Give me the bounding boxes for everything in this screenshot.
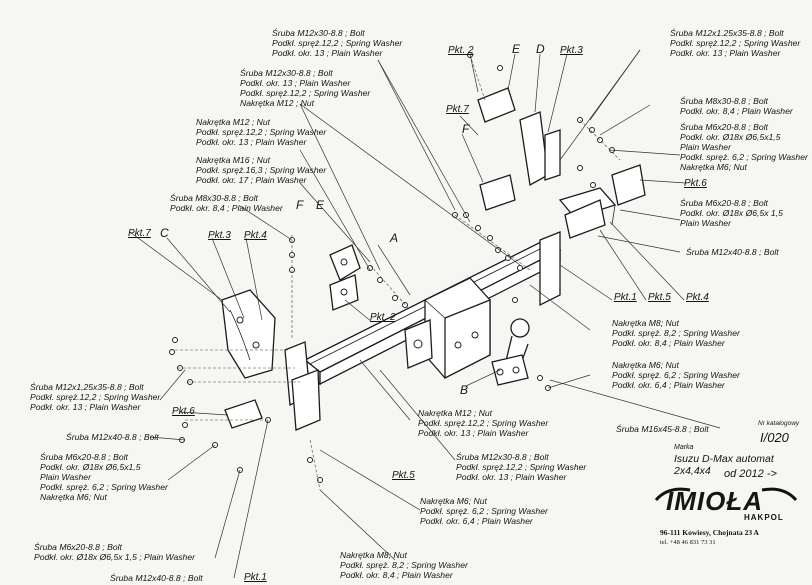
label-right-nut-m6: Nakrętka M6; Nut Podkł. spręż. 6,2 ; Spr… [612, 360, 740, 390]
label-right-m8: Śruba M8x30-8.8 ; Bolt Podkł. okr. 8,4 ;… [680, 96, 793, 116]
right-pkt6-bracket [611, 164, 646, 226]
letter-e-top: E [512, 42, 521, 56]
model: Isuzu D-Max automat 2x4,4x4 [674, 453, 774, 477]
label-right-nut-m8: Nakrętka M8; Nut Podkł. spręż. 8,2 ; Spr… [612, 318, 740, 348]
left-pkt6-bracket [224, 399, 263, 429]
label-bottom-m12x40: Śruba M12x40-8.8 ; Bolt [110, 573, 203, 583]
tag-pkt5-bottom: Pkt.5 [392, 470, 415, 481]
tag-pkt5-right: Pkt.5 [648, 292, 671, 303]
tag-pkt7-top: Pkt.7 [446, 104, 469, 115]
phone: tel. +48 46 831 73 31 [660, 539, 716, 546]
brand-sub: HAKPOL [744, 513, 784, 522]
assembly-axes [170, 54, 621, 491]
letter-e-left: E [316, 198, 325, 212]
label-right-m6: Śruba M6x20-8.8 ; Bolt Podkł. okr. Ø18x … [680, 122, 808, 172]
letter-c: C [160, 226, 169, 240]
label-upper-center: Śruba M12x30-8.8 ; Bolt Podkł. okr. 13 ;… [240, 68, 371, 108]
tag-pkt4-left: Pkt.4 [244, 230, 267, 241]
letter-d: D [536, 42, 545, 56]
letter-f-top: F [462, 122, 470, 136]
tag-pkt1-bottom: Pkt.1 [244, 572, 267, 583]
make-label: Marka [674, 444, 694, 451]
letter-a: A [390, 231, 399, 245]
tag-pkt3-left: Pkt.3 [208, 230, 231, 241]
label-bottom-nut-m8: Nakrętka M8; Nut Podkł. spręż. 8,2 ; Spr… [340, 550, 468, 580]
letter-f-left: F [296, 198, 304, 212]
top-brackets [477, 87, 561, 211]
label-bottom-bolt-m12: Śruba M12x30-8.8 ; Bolt Podkł. spręż.12,… [456, 452, 587, 482]
label-right-m12x40: Śruba M12x40-8.8 ; Bolt [686, 247, 779, 257]
right-side-bracket [539, 187, 617, 307]
label-left-m12x40: Śruba M12x40-8.8 ; Bolt [66, 432, 159, 442]
tag-pkt7-left: Pkt.7 [128, 228, 151, 239]
tag-pkt1-right: Pkt.1 [614, 292, 637, 303]
tag-pkt6-left: Pkt.6 [172, 406, 195, 417]
address: 96-111 Kowiesy, Chojnata 23 A [660, 528, 759, 537]
label-left-m6: Śruba M6x20-8.8 ; Bolt Podkł. okr. Ø18x … [40, 452, 168, 502]
label-top-center: Śruba M12x30-8.8 ; Bolt Podkł. spręż.12,… [272, 28, 403, 58]
tag-pkt4-right: Pkt.4 [686, 292, 709, 303]
label-left-m6b: Śruba M6x20-8.8 ; Bolt Podkł. okr. Ø18x … [34, 542, 195, 562]
tag-pkt3-top: Pkt.3 [560, 45, 583, 56]
leader-lines [129, 49, 721, 579]
label-nut-m12: Nakrętka M12 ; Nut Podkł. spręż.12,2 ; S… [196, 117, 327, 147]
label-top-right: Śruba M12x1.25x35-8.8 ; Bolt Podkł. sprę… [670, 28, 801, 58]
label-right-m16: Śruba M16x45-8.8 ; Bolt [616, 424, 709, 434]
tag-pkt2-mid: Pkt. 2 [370, 312, 396, 323]
tag-pkt2-top: Pkt. 2 [448, 45, 474, 56]
left-mid-brackets [329, 244, 361, 311]
label-bottom-nut-m6: Nakrętka M6; Nut Podkł. spręż. 6,2 ; Spr… [420, 496, 548, 526]
label-nut-m16: Nakrętka M16 ; Nut Podkł. spręż.16,3 ; S… [196, 155, 327, 185]
left-side-bracket [221, 289, 321, 431]
year: od 2012 -> [724, 468, 777, 480]
label-right-m6b: Śruba M6x20-8.8 ; Bolt Podkł. okr. Ø18x … [680, 198, 783, 228]
tag-pkt6-right: Pkt.6 [684, 178, 707, 189]
catalog-label: Nr katalogowy [758, 420, 800, 427]
tow-ball [491, 318, 530, 386]
catalog-number: I/020 [760, 430, 789, 445]
letter-b: B [460, 383, 469, 397]
label-left-m12x35: Śruba M12x1,25x35-8.8 ; Bolt Podkł. sprę… [30, 382, 161, 412]
brand-name: IMIOŁA [666, 486, 763, 516]
label-bottom-nut-m12: Nakrętka M12 ; Nut Podkł. spręż.12,2 ; S… [418, 408, 549, 438]
label-left-m8: Śruba M8x30-8.8 ; Bolt Podkł. okr. 8,4 ;… [170, 193, 283, 213]
central-mount [404, 277, 491, 380]
